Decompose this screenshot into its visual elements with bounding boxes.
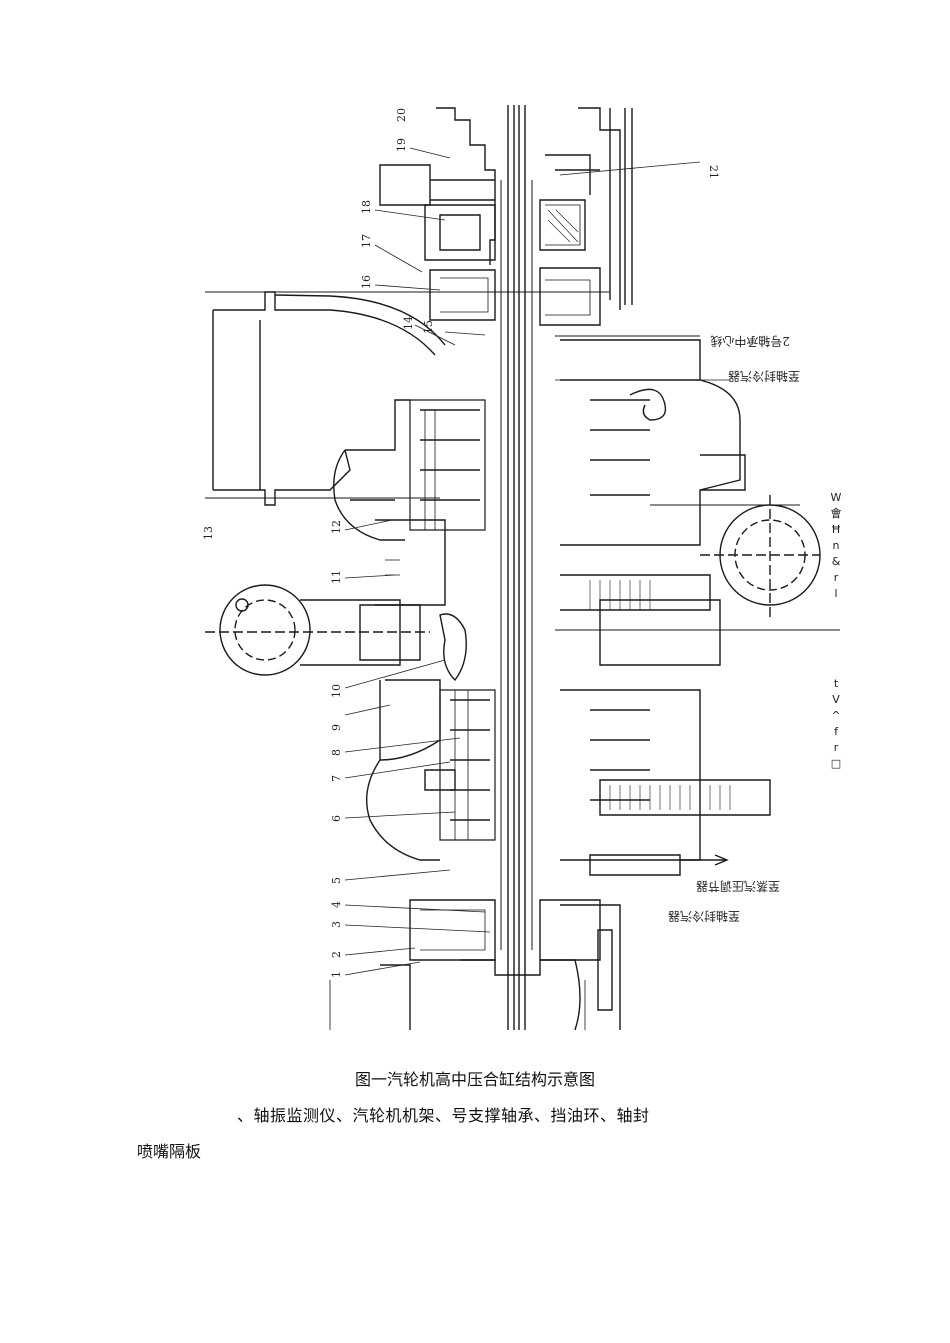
part-number-5: 5 [330, 877, 343, 884]
part-number-3: 3 [330, 921, 343, 928]
part-number-19: 19 [395, 138, 408, 152]
side-ocr-text-upper: W 會 Ħ n & r l [830, 491, 842, 600]
part-number-9: 9 [330, 724, 343, 731]
part-number-11: 11 [330, 570, 343, 584]
turbine-cross-section-drawing: 1 2 3 4 5 6 7 8 9 10 11 12 13 14 15 16 1… [202, 105, 840, 1031]
part-number-13: 13 [202, 526, 215, 540]
part-number-8: 8 [330, 749, 343, 756]
part-number-7: 7 [330, 775, 343, 782]
body-text-line-1: 、轴振监测仪、汽轮机机架、号支撑轴承、挡油环、轴封 [237, 1106, 650, 1125]
part-number-21: 21 [707, 165, 720, 179]
part-number-6: 6 [330, 815, 343, 822]
part-number-12: 12 [330, 520, 343, 534]
annotation-bearing-centerline: 2号轴承中心线 [710, 334, 790, 349]
part-number-16: 16 [360, 275, 373, 289]
part-number-10: 10 [330, 684, 343, 698]
annotation-gland-cooler-lower: 至轴封冷汽器 [668, 909, 740, 924]
part-number-17: 17 [360, 234, 373, 248]
part-number-20: 20 [395, 108, 408, 122]
part-number-1: 1 [330, 971, 343, 978]
body-text-line-2: 喷嘴隔板 [137, 1142, 202, 1161]
part-number-15: 15 [422, 320, 435, 334]
part-number-4: 4 [330, 901, 343, 908]
side-ocr-text-lower: t V ^ f r □ [830, 677, 842, 770]
annotation-gland-cooler-upper: 至轴封冷汽器 [728, 369, 800, 384]
part-number-14: 14 [402, 316, 415, 330]
annotation-steam-regulator: 至蒸汽压调节器 [696, 879, 780, 894]
part-number-18: 18 [360, 200, 373, 214]
figure-caption: 图一汽轮机高中压合缸结构示意图 [354, 1070, 595, 1089]
part-number-2: 2 [330, 951, 343, 958]
